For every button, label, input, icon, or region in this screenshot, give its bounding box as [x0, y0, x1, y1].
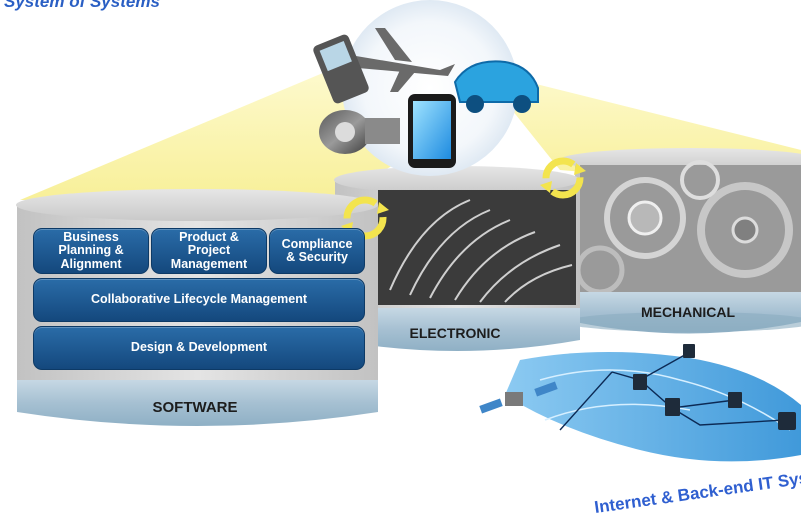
satellite-icon [479, 381, 558, 414]
gear-icon [575, 160, 793, 295]
business-planning-box: Business Planning & Alignment [33, 228, 149, 274]
mechanical-label: MECHANICAL [640, 304, 736, 320]
smartphone-icon [408, 94, 456, 168]
design-development-label: Design & Development [130, 340, 268, 355]
globe-network-icon [479, 344, 801, 462]
lifecycle-management-box: Collaborative Lifecycle Management [33, 278, 365, 322]
page-title: System of Systems [4, 0, 160, 11]
circuit-board-icon [389, 199, 573, 303]
lifecycle-management-label: Collaborative Lifecycle Management [90, 292, 308, 307]
mobile-phone-icon [313, 34, 369, 104]
business-planning-label: Business Planning & Alignment [58, 230, 124, 271]
compliance-security-label: Compliance & Security [281, 236, 353, 264]
mechanical-cylinder [560, 148, 801, 334]
product-project-label: Product & Project Management [170, 230, 248, 271]
airplane-icon [350, 28, 455, 92]
compliance-security-box: Compliance & Security [269, 228, 365, 274]
products-halo [313, 0, 539, 176]
sync-arrows-icon [540, 157, 586, 199]
electronic-cylinder [334, 166, 580, 351]
yellow-beam [20, 70, 430, 200]
car-icon [453, 60, 539, 113]
engine-icon [319, 110, 400, 154]
product-project-box: Product & Project Management [151, 228, 267, 274]
software-label: SOFTWARE [152, 399, 238, 416]
server-icon [633, 344, 796, 430]
design-development-box: Design & Development [33, 326, 365, 370]
electronic-label: ELECTRONIC [409, 325, 501, 341]
